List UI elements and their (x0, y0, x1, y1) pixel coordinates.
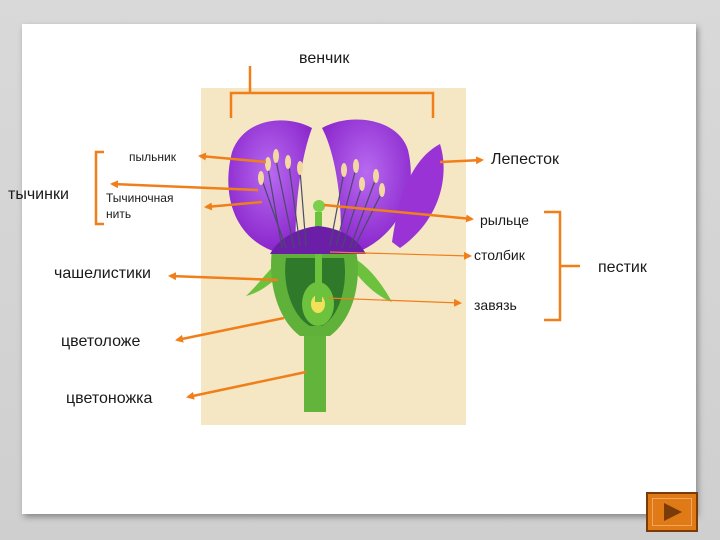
stamens-bracket (94, 150, 104, 226)
label-petal: Лепесток (491, 151, 560, 168)
pedicel-shape (304, 330, 326, 412)
label-receptacle: цветоложе (61, 333, 141, 350)
arrow-pedicel (186, 370, 307, 400)
stigma-shape (313, 200, 325, 212)
label-filament: Тычиночная нить (106, 191, 174, 222)
label-anther: пыльник (129, 150, 176, 164)
next-slide-button-frame (652, 498, 692, 526)
label-stigma: рыльце (480, 212, 529, 228)
style-shape (315, 212, 322, 302)
corolla-bracket (229, 66, 435, 118)
arrow-receptacle (175, 316, 285, 343)
arrow-petal (439, 156, 484, 165)
stamens-shape (261, 157, 383, 249)
arrow-stamens (110, 180, 259, 192)
petals-shape (228, 119, 444, 254)
arrow-style (329, 251, 472, 260)
label-pistil: пестик (598, 259, 647, 276)
label-stamens: тычинки (8, 186, 69, 203)
label-ovary: завязь (474, 297, 517, 313)
label-sepals: чашелистики (54, 265, 151, 282)
arrow-ovary (327, 297, 462, 307)
arrow-anther (198, 152, 267, 164)
anthers-shape (258, 149, 385, 197)
arrow-stigma (323, 203, 474, 223)
play-arrow-icon (664, 503, 682, 521)
label-style: столбик (474, 247, 525, 263)
receptacle-shape (271, 200, 358, 336)
pistil-bracket (544, 210, 580, 322)
pointer-arrows (110, 152, 484, 400)
arrow-sepals (168, 272, 279, 282)
next-slide-button[interactable] (646, 492, 698, 532)
label-pedicel: цветоножка (66, 390, 153, 407)
label-corolla: венчик (299, 50, 350, 67)
thin-arrows (327, 251, 472, 307)
arrow-filament (204, 200, 263, 211)
